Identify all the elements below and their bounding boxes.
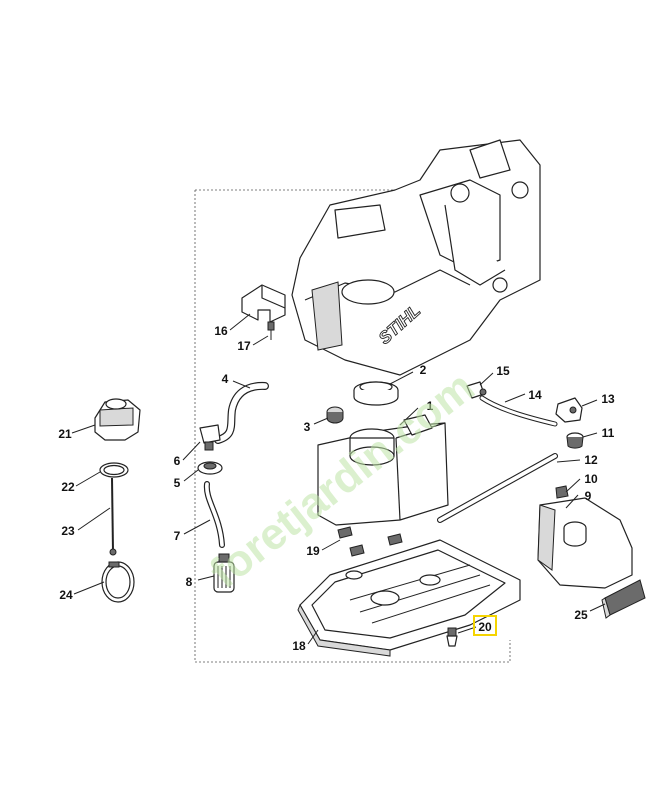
bracket-part-16	[241, 284, 286, 323]
highlight-box	[473, 615, 497, 636]
grommet-part-5	[197, 461, 223, 475]
plug-part-11	[566, 432, 584, 449]
callout-6[interactable]: 6	[174, 454, 181, 468]
callout-2[interactable]: 2	[420, 363, 427, 377]
callout-4[interactable]: 4	[222, 372, 229, 386]
filter-part-8	[213, 553, 235, 593]
callout-22[interactable]: 22	[61, 480, 75, 494]
pickup-hose-part-7-inner	[205, 482, 224, 547]
tube-part-14-inner	[480, 396, 557, 426]
callout-15[interactable]: 15	[496, 364, 510, 378]
pad-part-25	[601, 579, 646, 619]
callout-16[interactable]: 16	[214, 324, 228, 338]
callout-10[interactable]: 10	[584, 472, 598, 486]
base-plate-part-18	[297, 539, 521, 657]
oil-pump-part-21	[94, 398, 141, 441]
callout-20[interactable]: 20	[478, 620, 492, 634]
callout-12[interactable]: 12	[584, 453, 598, 467]
elbow-part-15	[466, 381, 487, 399]
callout-14[interactable]: 14	[528, 388, 542, 402]
callout-13[interactable]: 13	[601, 392, 615, 406]
cap-part-3	[326, 406, 344, 424]
valve-part-13	[555, 397, 583, 423]
callout-11[interactable]: 11	[602, 426, 615, 440]
oring-part-2	[353, 381, 399, 406]
fitting-part-10	[555, 485, 569, 499]
screw-part-20	[446, 627, 458, 647]
callout-9[interactable]: 9	[585, 489, 592, 503]
reservoir-part-9	[537, 497, 633, 589]
oil-tank-part-1	[317, 414, 449, 526]
clip-part-24	[101, 561, 135, 603]
fitting-part-6	[199, 424, 221, 451]
callout-5[interactable]: 5	[174, 476, 181, 490]
tube-part-12-inner	[438, 454, 557, 522]
callout-18[interactable]: 18	[292, 639, 306, 653]
callout-19[interactable]: 19	[306, 544, 320, 558]
callout-8[interactable]: 8	[186, 575, 193, 589]
leader-lines	[71, 313, 606, 645]
blocks-part-19	[337, 526, 403, 557]
callout-17[interactable]: 17	[237, 339, 251, 353]
callout-24[interactable]: 24	[59, 588, 73, 602]
callout-3[interactable]: 3	[304, 420, 311, 434]
callout-labels: 1 2 3 4 5 6 7 8 9 10 11 12 13 14 15 16 1…	[58, 324, 615, 653]
callout-1[interactable]: 1	[427, 399, 434, 413]
callout-25[interactable]: 25	[574, 608, 588, 622]
callout-21[interactable]: 21	[58, 427, 72, 441]
callout-23[interactable]: 23	[61, 524, 75, 538]
hose-part-4-inner	[215, 383, 268, 443]
screw-part-17	[267, 321, 275, 340]
oring-part-22	[99, 462, 129, 478]
pin-part-23	[109, 477, 117, 556]
crankcase-housing	[291, 139, 541, 376]
callout-7[interactable]: 7	[174, 529, 181, 543]
